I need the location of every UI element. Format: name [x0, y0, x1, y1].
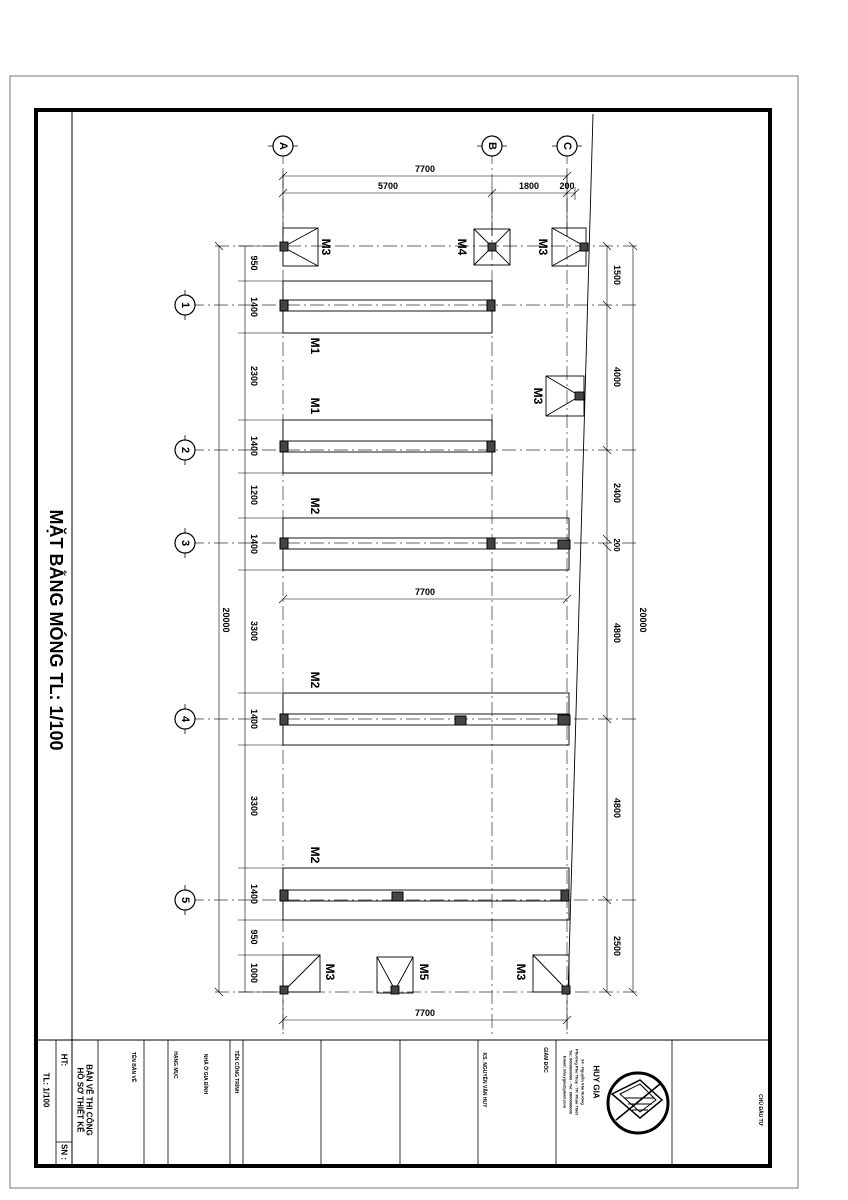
pad-footing-m4 [473, 228, 511, 266]
title-block-category-label: HẠNG MỤC [172, 1051, 178, 1079]
pad-footing-m3-bottom-left [279, 954, 321, 995]
dim-left-total: 20000 [221, 607, 231, 632]
axis-label-2: 2 [179, 447, 191, 453]
drawing-title: MẶT BẰNG MÓNG TL: 1/100 [46, 509, 67, 750]
axis-label-3: 3 [179, 540, 191, 546]
title-block-scale: TL: 1/100 [42, 1073, 51, 1108]
axis-bubble-b: B [477, 135, 507, 157]
dim-left-seg: 2300 [249, 366, 259, 386]
footing-label-m2: M2 [308, 672, 322, 689]
strip-footing-m2-axis4 [279, 692, 571, 746]
axis-bubble-3: 3 [174, 528, 196, 558]
company-email: Email: nhuygia@gmail.com [563, 1056, 568, 1109]
title-block-category-value: NHÀ Ở GIA ĐÌNH [202, 1054, 210, 1095]
dim-left-seg: 950 [249, 929, 259, 944]
footing-label-m1: M1 [308, 398, 322, 415]
dim-right-seg: 1500 [612, 265, 622, 285]
footing-label-m3: M3 [531, 388, 545, 405]
axis-bubble-c: C [552, 135, 582, 157]
company-logo [606, 1071, 670, 1135]
dim-left-seg: 1200 [249, 485, 259, 505]
axis-label-a: A [277, 142, 289, 150]
strip-footing-m1-axis1 [279, 280, 496, 334]
footing-label-m1: M1 [308, 338, 322, 355]
dim-right-seg: 2400 [612, 483, 622, 503]
axis-label-c: C [561, 142, 573, 150]
dim-left-seg: 1400 [249, 297, 259, 317]
dim-right-seg: 200 [612, 538, 621, 552]
pad-footing-m3-middle [545, 375, 585, 417]
company-address: 34 - Nguyễn Văn Hưởng [581, 1059, 586, 1105]
company-name: HUY GIA [592, 1065, 601, 1098]
pad-footing-m3-top-left [279, 227, 319, 267]
dim-right-seg: 4800 [612, 798, 622, 818]
dim-left-seg: 3300 [249, 621, 259, 641]
pad-footing-m3-top-right [551, 227, 589, 267]
footing-label-m2: M2 [308, 498, 322, 515]
footing-label-m2: M2 [308, 847, 322, 864]
mid-dimension [278, 594, 572, 604]
axis-bubble-a: A [268, 135, 298, 157]
footing-label-m5: M5 [417, 964, 431, 981]
right-dimensions [602, 241, 638, 997]
dim-left-seg: 1400 [249, 884, 259, 904]
title-block-doc-type-2: BẢN VẼ THI CÔNG [85, 1064, 94, 1136]
axis-bubble-4: 4 [174, 704, 196, 734]
axis-label-b: B [486, 142, 498, 150]
title-block-director: GIÁM ĐỐC [542, 1047, 549, 1073]
dim-top-total: 7700 [415, 164, 435, 174]
axis-label-4: 4 [179, 716, 191, 723]
axis-bubble-5: 5 [174, 885, 196, 915]
dim-left-seg: 1400 [249, 534, 259, 554]
pad-footing-m5 [376, 956, 414, 995]
strip-footing-m2-axis5 [279, 867, 570, 921]
title-block-owner-label: CHỦ ĐẦU TƯ [757, 1094, 764, 1126]
dim-bottom-total: 7700 [415, 1008, 435, 1018]
title-block-sn-label: SN : [60, 1144, 69, 1160]
company-phones: Tel: 0000000000 - Tel: 0000000000 [569, 1050, 574, 1115]
title-block-doc-type-1: HỒ SƠ THIẾT KẾ [76, 1067, 86, 1133]
dim-mid-total: 7700 [415, 587, 435, 597]
axis-bubble-2: 2 [174, 435, 196, 465]
top-dimensions [278, 170, 580, 236]
dim-left-seg: 950 [249, 255, 259, 270]
title-block-ht-label: HT: [60, 1054, 69, 1066]
dim-left-seg: 1400 [249, 709, 259, 729]
footing-label-m3: M3 [323, 964, 337, 981]
dim-right-seg: 4000 [612, 367, 622, 387]
left-dimensions [214, 241, 284, 997]
axis-label-1: 1 [179, 302, 191, 308]
paper-border [9, 75, 799, 1189]
dim-left-seg: 3300 [249, 796, 259, 816]
title-block-engineer: KS. NGUYỄN VĂN HUY [481, 1052, 488, 1108]
axis-bubble-1: 1 [174, 290, 196, 320]
footing-label-m3: M3 [319, 239, 333, 256]
title-block-project-label: TÊN CÔNG TRÌNH [233, 1050, 241, 1093]
dim-right-total: 20000 [638, 607, 648, 632]
dim-top-c: 200 [559, 181, 574, 191]
dim-right-seg: 2500 [612, 936, 622, 956]
company-city: Phường Phú Thủy - TP. Phan Thiết [575, 1049, 580, 1116]
strip-footing-m2-axis3 [279, 517, 571, 571]
footing-label-m3: M3 [536, 239, 550, 256]
dim-right-seg: 4800 [612, 623, 622, 643]
title-block-drawing-name-label: TÊN BẢN VẼ [130, 1052, 138, 1083]
strip-footing-m1-axis2 [279, 419, 496, 474]
dim-left-seg: 1000 [249, 963, 259, 983]
dim-left-seg: 1400 [249, 436, 259, 456]
bottom-dimension [278, 1000, 572, 1030]
axis-label-5: 5 [179, 897, 191, 903]
property-line [567, 113, 594, 996]
drawing-frame [34, 108, 772, 1168]
footing-label-m4: M4 [455, 239, 469, 256]
pad-footing-m3-bottom-right [532, 954, 571, 995]
dim-top-bc: 1800 [519, 181, 539, 191]
title-block-grid [55, 1040, 673, 1164]
dim-top-ab: 5700 [378, 181, 398, 191]
footing-label-m3: M3 [514, 964, 528, 981]
